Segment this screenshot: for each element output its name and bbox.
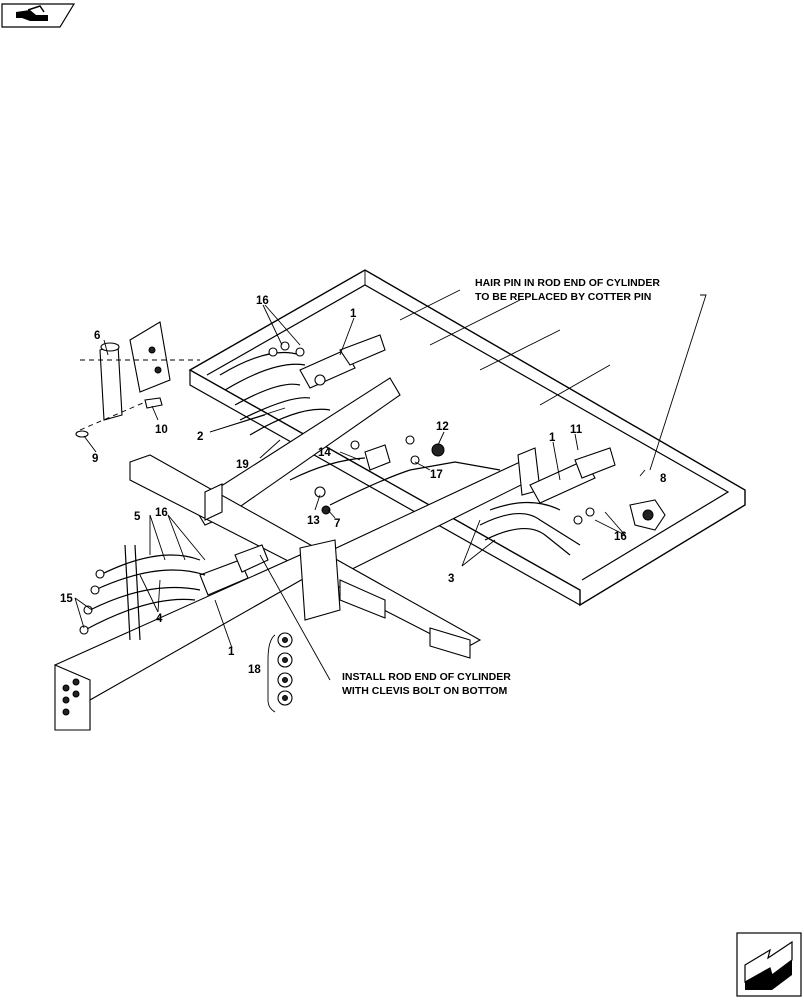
callout-3: 3	[448, 573, 454, 585]
callout-14: 14	[318, 447, 331, 459]
leader-lines	[74, 294, 707, 681]
callout-17: 17	[430, 469, 443, 481]
callout-11: 11	[570, 424, 583, 436]
callout-6: 6	[94, 330, 100, 342]
forward-arrow-icon[interactable]	[736, 932, 802, 997]
back-arrow-icon[interactable]	[1, 3, 76, 28]
callout-4: 4	[156, 613, 163, 625]
callout-16-left: 16	[155, 507, 168, 519]
note-hair-pin-line1: HAIR PIN IN ROD END OF CYLINDER	[475, 277, 660, 289]
note-hair-pin-line2: TO BE REPLACED BY COTTER PIN	[475, 291, 651, 303]
callout-10: 10	[155, 424, 168, 436]
hitch-tongue	[54, 554, 311, 731]
callout-5: 5	[134, 511, 141, 523]
cylinder-right	[479, 447, 666, 556]
callout-1-left: 1	[228, 646, 235, 658]
main-frame	[188, 269, 746, 607]
callout-2: 2	[197, 431, 203, 443]
callout-13: 13	[307, 515, 320, 527]
notes: HAIR PIN IN ROD END OF CYLINDER TO BE RE…	[342, 277, 660, 697]
note-install-line1: INSTALL ROD END OF CYLINDER	[342, 671, 511, 683]
callout-19: 19	[236, 459, 249, 471]
callout-15: 15	[60, 593, 73, 605]
center-fittings	[289, 435, 501, 515]
note-install-line2: WITH CLEVIS BOLT ON BOTTOM	[342, 685, 508, 697]
callout-16-right: 16	[614, 531, 627, 543]
callout-1-top: 1	[350, 308, 357, 320]
callout-9: 9	[92, 453, 98, 465]
callout-16-top: 16	[256, 295, 269, 307]
pin-bracket-parts	[75, 321, 200, 438]
cylinder-top	[219, 334, 386, 436]
callout-7: 7	[334, 518, 340, 530]
callout-18: 18	[248, 664, 261, 676]
callout-12: 12	[436, 421, 449, 433]
callouts: 16 1 6 10 2 9 19 14 12 17 13 7 1 11 8 16…	[60, 295, 667, 676]
callout-8: 8	[660, 473, 667, 485]
spacer-stack	[267, 632, 293, 713]
callout-1-right: 1	[549, 432, 556, 444]
